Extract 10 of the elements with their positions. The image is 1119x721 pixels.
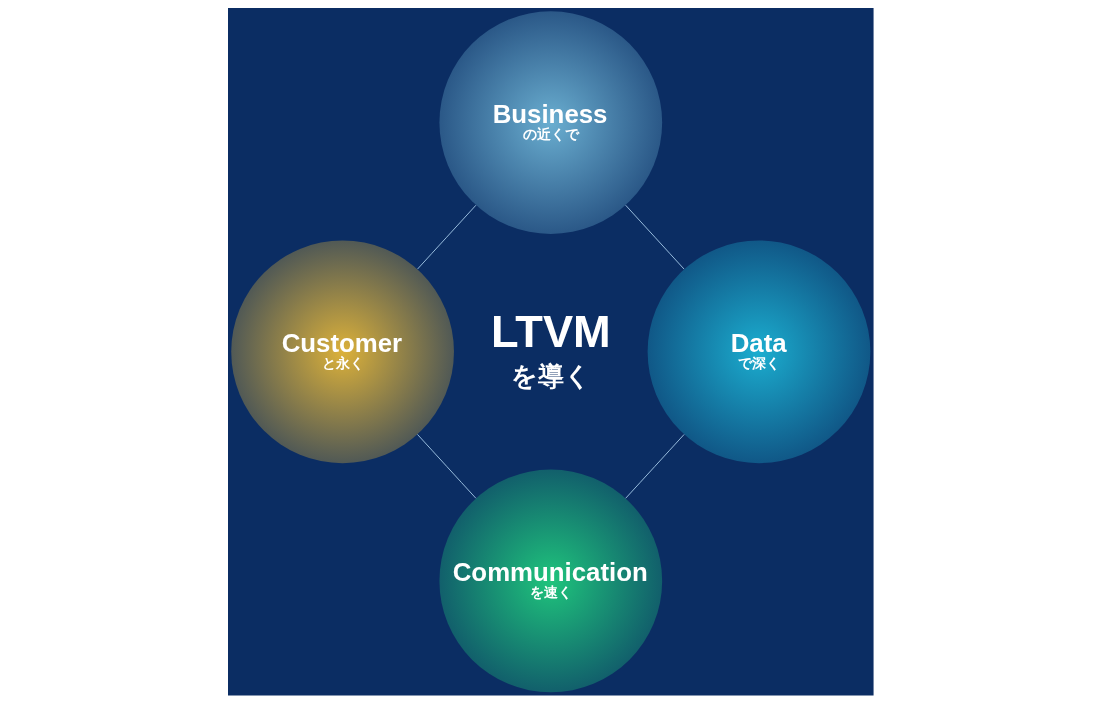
- label: を導く: [511, 361, 592, 390]
- node-circle: Business の近くで: [439, 11, 663, 234]
- node-circle: Customer と永く: [231, 240, 454, 464]
- connector: [625, 433, 685, 499]
- node-circle: Data で深く: [647, 240, 871, 464]
- connector: [416, 433, 477, 499]
- node-circle: Communication を速く: [439, 469, 663, 693]
- connector: [417, 204, 477, 270]
- connector: [625, 204, 685, 270]
- label: LTVM: [491, 305, 611, 357]
